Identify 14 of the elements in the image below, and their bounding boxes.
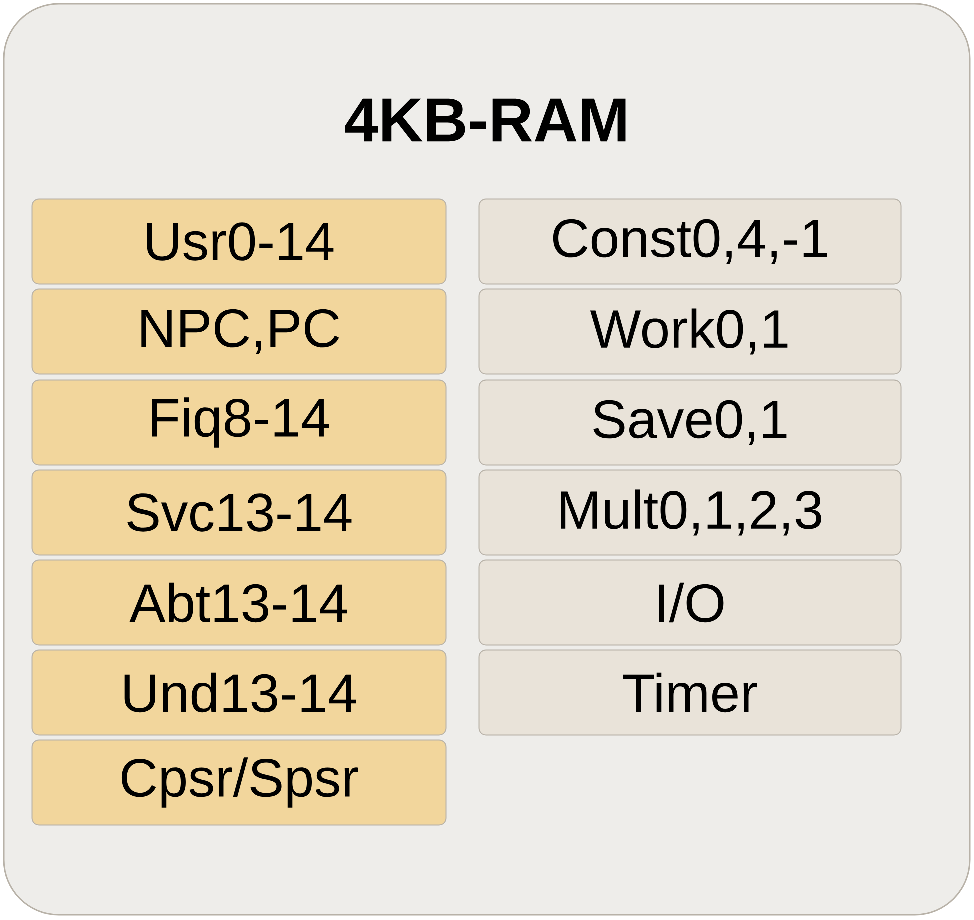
register-box: Cpsr/Spsr — [32, 740, 447, 826]
register-box: Und13-14 — [32, 650, 447, 736]
register-box: Timer — [478, 650, 902, 736]
register-box: Abt13-14 — [32, 560, 447, 646]
panel-title: 4KB-RAM — [345, 98, 626, 142]
register-box: Work0,1 — [478, 288, 902, 375]
register-box: Usr0-14 — [32, 198, 447, 285]
register-box: I/O — [478, 560, 902, 646]
register-box: NPC,PC — [32, 288, 447, 375]
register-box: Const0,4,-1 — [478, 198, 902, 285]
register-box: Fiq8-14 — [32, 380, 447, 466]
register-box: Mult0,1,2,3 — [478, 470, 902, 556]
register-box: Svc13-14 — [32, 470, 447, 556]
register-box: Save0,1 — [478, 380, 902, 466]
